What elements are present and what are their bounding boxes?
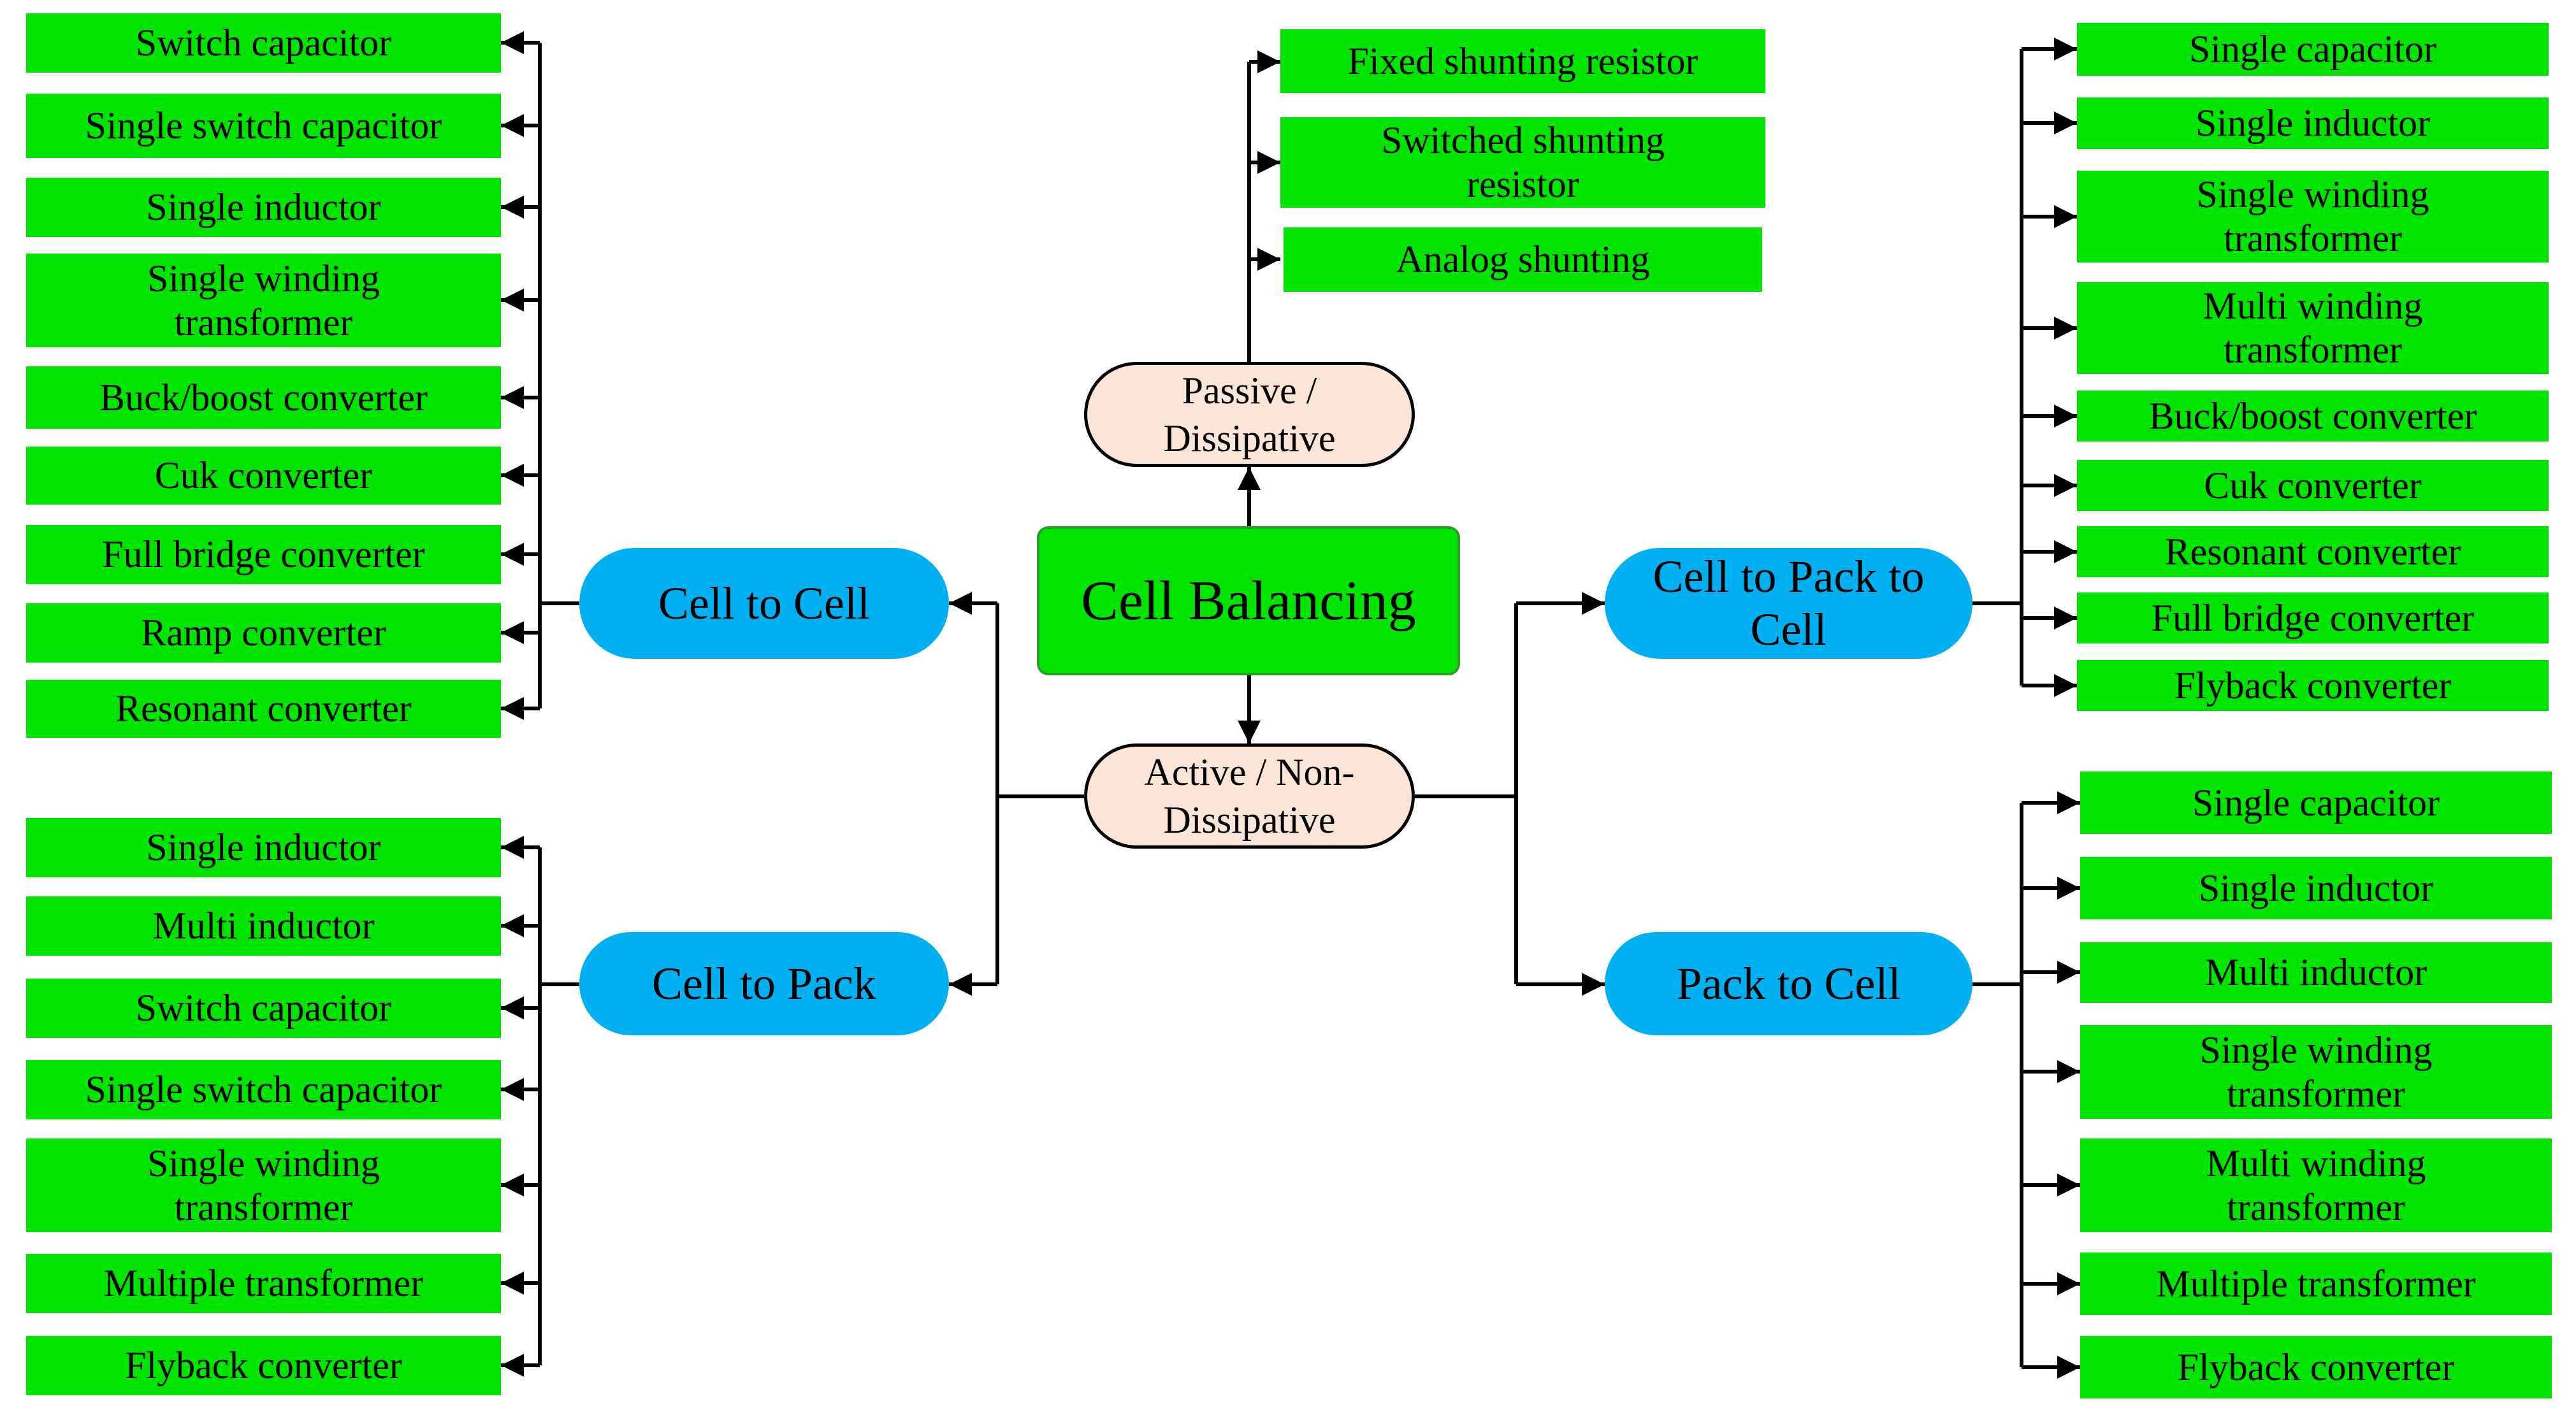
cell-to-cell-node: Cell to Cell	[579, 548, 949, 659]
cell-to-pack-item: Single switch capacitor	[26, 1060, 501, 1119]
pack-to-cell-item: Multi inductor	[2080, 942, 2552, 1003]
cell-to-pack-to-cell-item: Buck/boost converter	[2077, 391, 2549, 442]
cell-to-pack-to-cell-node: Cell to Pack to Cell	[1605, 548, 1972, 659]
cell-to-cell-item: Single winding transformer	[26, 254, 501, 347]
passive-dissipative-node: Passive / Dissipative	[1084, 362, 1415, 467]
cell-to-cell-item: Resonant converter	[26, 680, 501, 738]
cell-to-pack-to-cell-item: Cuk converter	[2077, 460, 2549, 511]
cell-to-pack-to-cell-item: Flyback converter	[2077, 660, 2549, 711]
cell-to-pack-node: Cell to Pack	[579, 932, 949, 1035]
cell-to-pack-item: Single winding transformer	[26, 1138, 501, 1232]
cell-to-cell-item: Cuk converter	[26, 447, 501, 505]
cell-to-cell-item: Single inductor	[26, 178, 501, 237]
cell-to-pack-item: Multiple transformer	[26, 1254, 501, 1313]
cell-to-cell-item: Switch capacitor	[26, 13, 501, 73]
cell-to-cell-item: Full bridge converter	[26, 525, 501, 584]
pack-to-cell-item: Single winding transformer	[2080, 1025, 2552, 1119]
cell-to-pack-to-cell-item: Resonant converter	[2077, 526, 2549, 577]
pack-to-cell-node: Pack to Cell	[1605, 932, 1972, 1035]
passive-item: Switched shunting resistor	[1280, 117, 1765, 208]
pack-to-cell-item: Flyback converter	[2080, 1336, 2552, 1398]
pack-to-cell-item: Multiple transformer	[2080, 1253, 2552, 1315]
cell-to-pack-item: Flyback converter	[26, 1336, 501, 1395]
pack-to-cell-item: Multi winding transformer	[2080, 1138, 2552, 1232]
cell-to-pack-item: Switch capacitor	[26, 979, 501, 1038]
passive-item: Fixed shunting resistor	[1280, 29, 1765, 93]
cell-to-pack-to-cell-item: Multi winding transformer	[2077, 282, 2549, 374]
root-node-cell-balancing: Cell Balancing	[1037, 526, 1460, 675]
passive-item: Analog shunting	[1284, 227, 1762, 292]
cell-to-pack-item: Multi inductor	[26, 896, 501, 956]
cell-to-cell-item: Buck/boost converter	[26, 366, 501, 429]
cell-to-cell-item: Ramp converter	[26, 603, 501, 663]
cell-to-pack-item: Single inductor	[26, 818, 501, 877]
cell-to-cell-item: Single switch capacitor	[26, 94, 501, 158]
cell-to-pack-to-cell-item: Single capacitor	[2077, 23, 2549, 76]
pack-to-cell-item: Single capacitor	[2080, 772, 2552, 834]
cell-to-pack-to-cell-item: Single inductor	[2077, 97, 2549, 149]
cell-to-pack-to-cell-item: Single winding transformer	[2077, 171, 2549, 262]
pack-to-cell-item: Single inductor	[2080, 857, 2552, 919]
active-non-dissipative-node: Active / Non-Dissipative	[1084, 743, 1415, 849]
cell-to-pack-to-cell-item: Full bridge converter	[2077, 593, 2549, 643]
